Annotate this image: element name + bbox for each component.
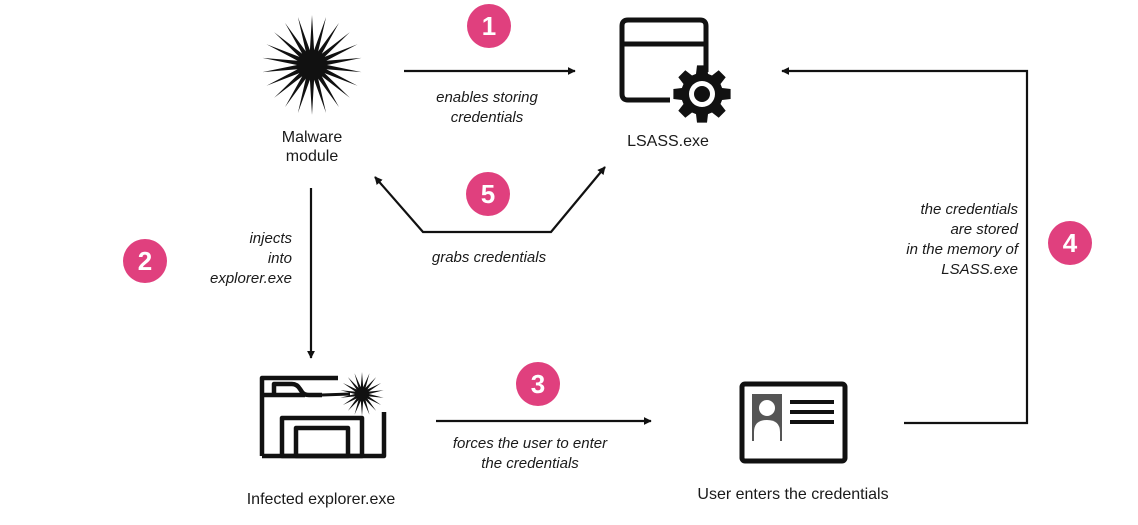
- user-enters-credentials-label: User enters the credentials: [697, 486, 889, 503]
- starburst-icon: [262, 15, 362, 115]
- malware-module-label: Malware module: [262, 128, 362, 166]
- infected-folder-icon: [259, 372, 387, 459]
- arrow-step-4: [781, 67, 1029, 425]
- step-2-line-2: into: [267, 250, 292, 267]
- step-3-badge: 3: [516, 362, 560, 406]
- arrow-step-5: [374, 166, 606, 234]
- step-4-line-4: LSASS.exe: [941, 261, 1018, 278]
- malware-label-line-2: module: [285, 148, 339, 165]
- step-2-text: injects into explorer.exe: [170, 229, 292, 289]
- step-3-text: forces the user to enter the credentials: [430, 434, 630, 474]
- step-1-line-2: credentials: [450, 109, 524, 126]
- infected-explorer-label: Infected explorer.exe: [246, 491, 396, 508]
- step-5-badge: 5: [466, 172, 510, 216]
- step-4-badge: 4: [1048, 221, 1092, 265]
- window-gear-icon: [619, 17, 731, 123]
- step-3-line-1: forces the user to enter: [452, 435, 608, 452]
- step-4-text: the credentials are stored in the memory…: [860, 200, 1018, 280]
- step-5-text: grabs credentials: [404, 248, 574, 268]
- step-4-line-2: are stored: [950, 221, 1018, 238]
- malware-label-line-1: Malware: [281, 129, 343, 146]
- step-2-badge: 2: [123, 239, 167, 283]
- step-5-line-1: grabs credentials: [431, 249, 547, 266]
- step-4-line-1: the credentials: [920, 201, 1018, 218]
- gear-icon: [673, 65, 731, 123]
- step-3-line-2: the credentials: [481, 455, 579, 472]
- step-4-line-3: in the memory of: [906, 241, 1018, 258]
- step-1-text: enables storing credentials: [412, 88, 562, 128]
- step-2-line-3: explorer.exe: [210, 270, 292, 287]
- step-2-line-1: injects: [249, 230, 292, 247]
- lsass-label: LSASS.exe: [627, 133, 709, 150]
- id-card-icon: [739, 381, 848, 464]
- step-1-badge: 1: [467, 4, 511, 48]
- step-1-line-1: enables storing: [436, 89, 538, 106]
